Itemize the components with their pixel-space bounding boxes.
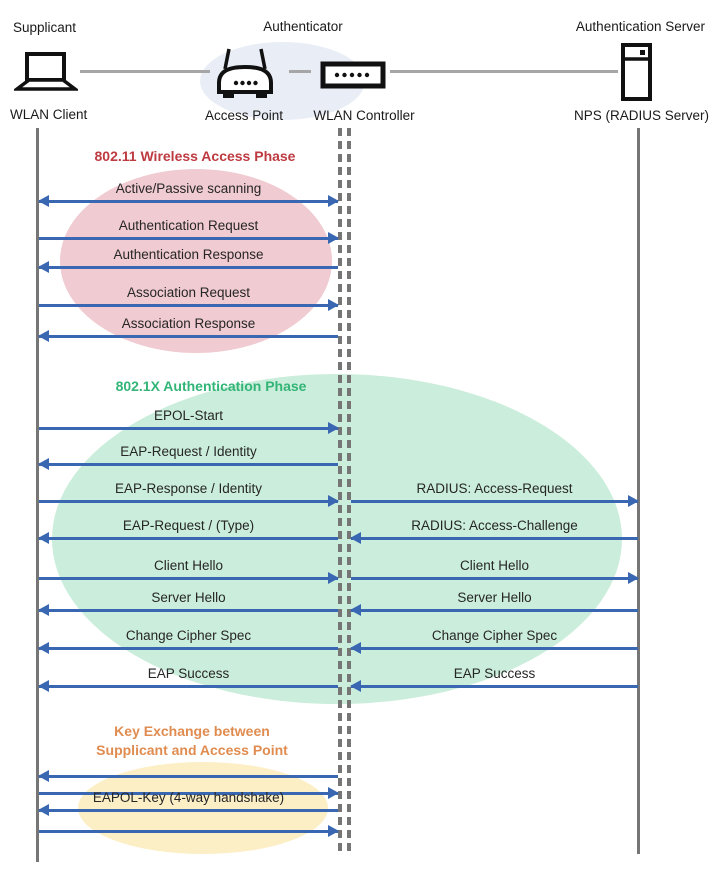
message-arrow xyxy=(38,805,338,816)
message-arrow xyxy=(39,496,339,507)
message-arrow xyxy=(38,459,338,470)
message-label: RADIUS: Access-Challenge xyxy=(411,518,578,533)
authenticator-lifeline-right xyxy=(347,128,351,853)
device-label-wlan-controller: WLAN Controller xyxy=(313,108,415,123)
message-label: EAP-Response / Identity xyxy=(114,481,263,496)
device-connector-line xyxy=(80,70,210,73)
wireless-router-icon xyxy=(217,48,273,98)
message-label: Authentication Request xyxy=(118,218,259,233)
wireless-access-phase-ellipse xyxy=(60,169,332,353)
message-arrow xyxy=(38,533,338,544)
message-label: Association Response xyxy=(121,316,256,331)
message-label: Association Request xyxy=(126,285,251,300)
message-label: EAPOL-Key (4-way handshake) xyxy=(92,790,285,805)
role-label-authentication-server: Authentication Server xyxy=(575,19,705,34)
message-label: EAP-Request / Identity xyxy=(120,444,257,459)
message-label: EAP-Request / (Type) xyxy=(122,518,255,533)
message-arrow xyxy=(38,331,338,342)
message-arrow xyxy=(39,826,339,837)
device-label-wlan-client: WLAN Client xyxy=(10,107,88,122)
message-arrow xyxy=(38,771,338,782)
message-label: Active/Passive scanning xyxy=(115,181,262,196)
device-connector-line xyxy=(390,70,618,73)
message-label: Change Cipher Spec xyxy=(125,628,252,643)
supplicant-lifeline xyxy=(36,128,39,862)
message-arrow xyxy=(38,196,339,207)
phase-title-key-exchange-line1: Key Exchange between xyxy=(114,723,270,739)
phase-title-authentication: 802.1X Authentication Phase xyxy=(115,378,307,394)
message-label: EAP Success xyxy=(453,666,536,681)
message-arrow xyxy=(39,300,339,311)
message-label: Change Cipher Spec xyxy=(431,628,558,643)
message-arrow xyxy=(351,573,639,584)
authenticator-lifeline-left xyxy=(338,128,342,853)
message-arrow xyxy=(350,681,638,692)
device-connector-line xyxy=(289,70,311,73)
server-lifeline xyxy=(637,128,640,854)
phase-title-key-exchange-line2: Supplicant and Access Point xyxy=(96,742,288,758)
device-label-nps-radius-server: NPS (RADIUS Server) xyxy=(573,108,709,123)
network-controller-icon xyxy=(320,61,386,89)
message-arrow xyxy=(350,643,638,654)
message-arrow xyxy=(350,605,638,616)
message-label: Authentication Response xyxy=(113,247,264,262)
message-arrow xyxy=(351,496,639,507)
device-label-access-point: Access Point xyxy=(204,108,284,123)
message-arrow xyxy=(38,262,338,273)
message-arrow xyxy=(350,533,638,544)
message-arrow xyxy=(38,681,338,692)
message-arrow xyxy=(39,573,339,584)
message-arrow xyxy=(39,423,339,434)
message-label: Client Hello xyxy=(459,558,530,573)
laptop-icon xyxy=(14,52,78,91)
message-label: Server Hello xyxy=(457,590,532,605)
message-label: EPOL-Start xyxy=(153,408,224,423)
message-arrow xyxy=(38,605,338,616)
message-label: Server Hello xyxy=(151,590,226,605)
role-label-authenticator: Authenticator xyxy=(263,19,343,34)
server-icon xyxy=(621,43,652,101)
message-label: EAP Success xyxy=(147,666,230,681)
role-label-supplicant: Supplicant xyxy=(13,20,77,35)
message-label: RADIUS: Access-Request xyxy=(416,481,573,496)
message-arrow xyxy=(39,788,339,799)
message-label: Client Hello xyxy=(153,558,224,573)
phase-title-key-exchange: Key Exchange between Supplicant and Acce… xyxy=(96,722,288,760)
message-arrow xyxy=(38,643,338,654)
phase-title-wireless-access: 802.11 Wireless Access Phase xyxy=(94,148,296,164)
message-arrow xyxy=(39,233,339,244)
